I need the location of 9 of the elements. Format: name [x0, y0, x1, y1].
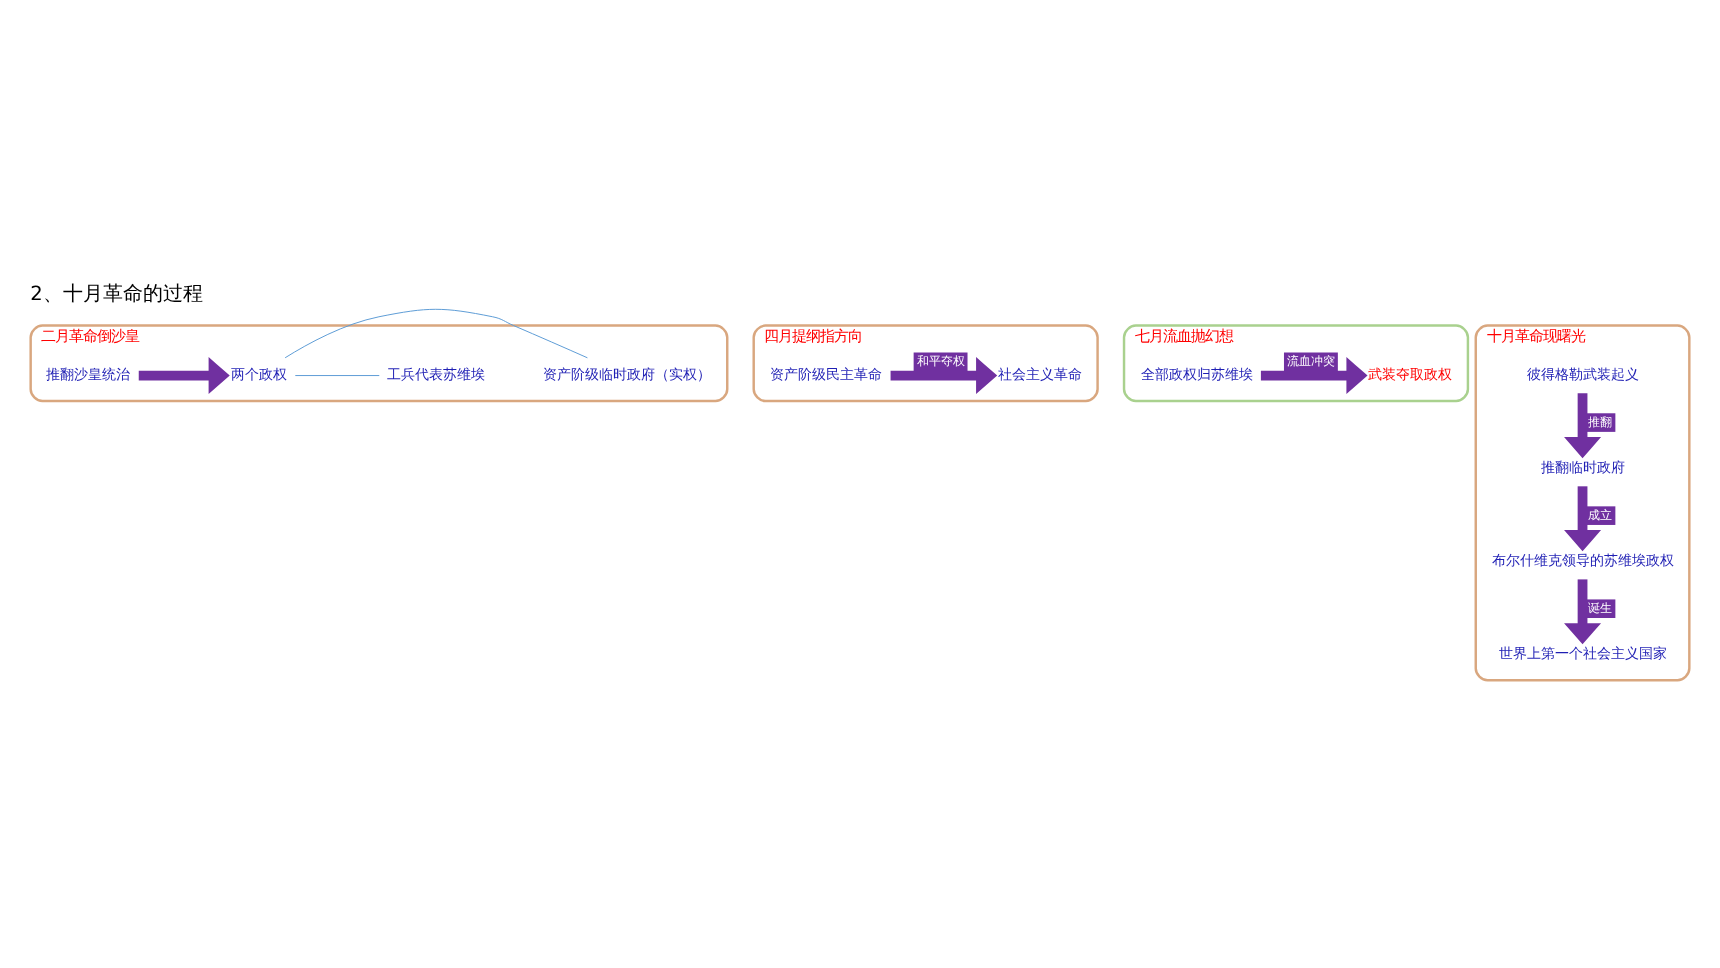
arrow	[1564, 486, 1602, 552]
connector	[284, 308, 588, 359]
diagram-title: 2、十月革命的过程	[30, 283, 203, 306]
arrow	[1260, 357, 1368, 395]
arrow	[138, 357, 230, 395]
arrow	[890, 357, 998, 395]
arrow	[1564, 579, 1602, 645]
connector	[294, 375, 380, 377]
arrow	[1564, 393, 1602, 459]
